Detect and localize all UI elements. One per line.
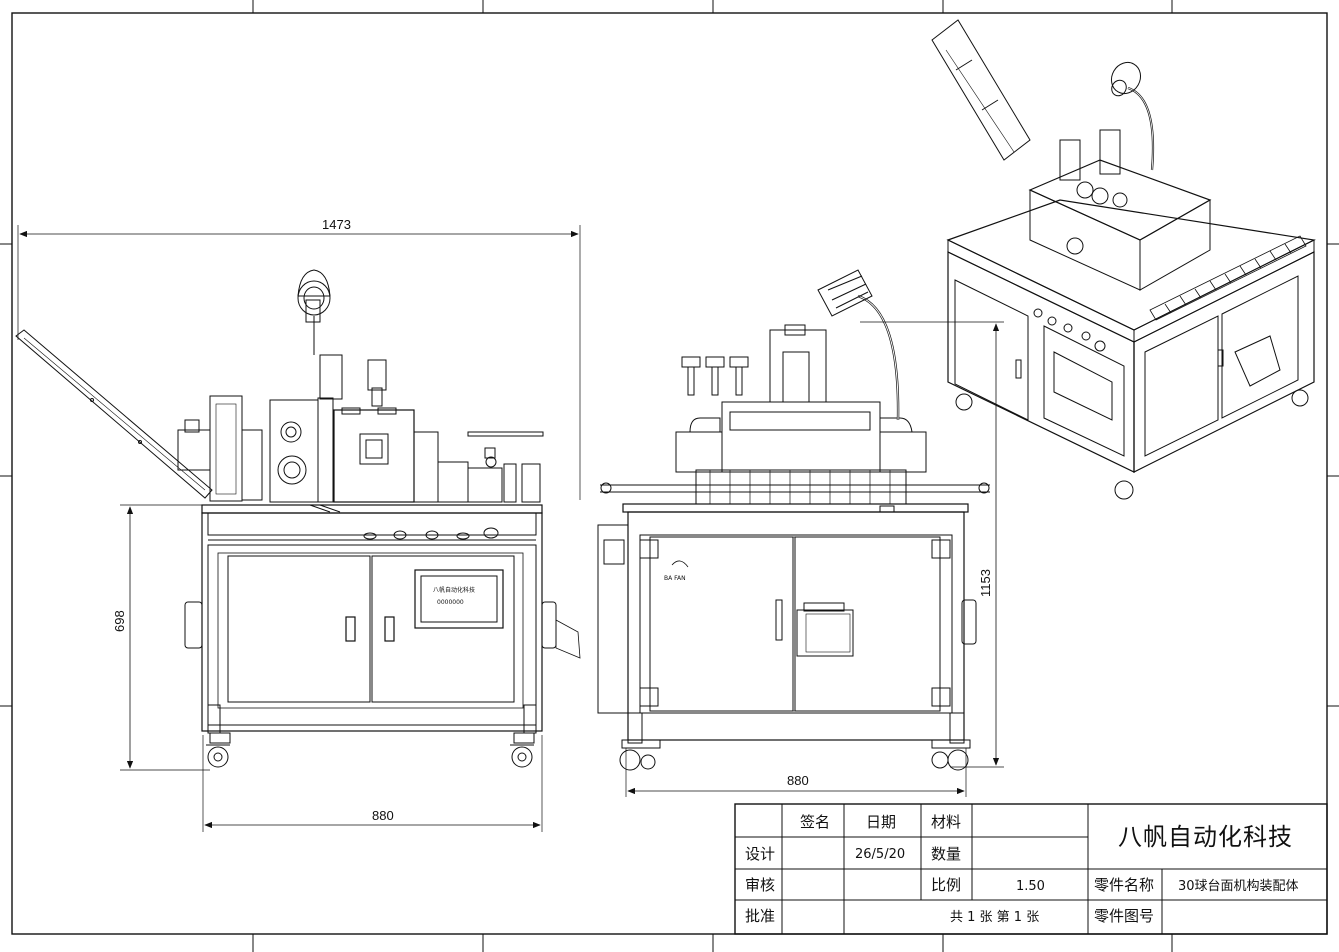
header-material: 材料	[931, 813, 961, 831]
scale-value: 1.50	[1016, 879, 1045, 894]
row-label-review: 审核	[745, 876, 775, 894]
dim-label-1153: 1153	[978, 569, 993, 597]
isometric-view	[931, 19, 1316, 500]
quantity-label: 数量	[931, 845, 961, 863]
title-block	[734, 803, 1328, 935]
row-label-approve: 批准	[745, 907, 775, 925]
front-caster-left	[206, 732, 231, 768]
front-caster-right	[510, 732, 535, 768]
scale-label: 比例	[931, 876, 961, 894]
design-date-value: 26/5/20	[855, 847, 905, 862]
company-name: 八帆自动化科技	[1118, 823, 1293, 851]
part-name-label: 零件名称	[1094, 876, 1154, 894]
header-date: 日期	[866, 813, 896, 831]
header-signature: 签名	[800, 813, 830, 831]
part-number-label: 零件图号	[1094, 907, 1154, 925]
front-hmi-sub: 0000000	[437, 599, 464, 606]
side-logo-text: BA FAN	[664, 575, 686, 582]
dim-label-1473: 1473	[322, 217, 351, 232]
row-label-design: 设计	[745, 845, 775, 863]
dim-label-698: 698	[112, 610, 127, 632]
dim-label-880-side: 880	[787, 773, 809, 788]
dim-label-880-front: 880	[372, 808, 394, 823]
front-view	[15, 225, 581, 832]
part-name-value: 30球台面机构装配体	[1178, 879, 1299, 894]
inclined-chute	[15, 329, 213, 499]
sheets-count: 共 1 张 第 1 张	[950, 910, 1039, 925]
front-hmi-title: 八帆自动化科技	[433, 586, 475, 594]
side-view	[597, 269, 1004, 797]
